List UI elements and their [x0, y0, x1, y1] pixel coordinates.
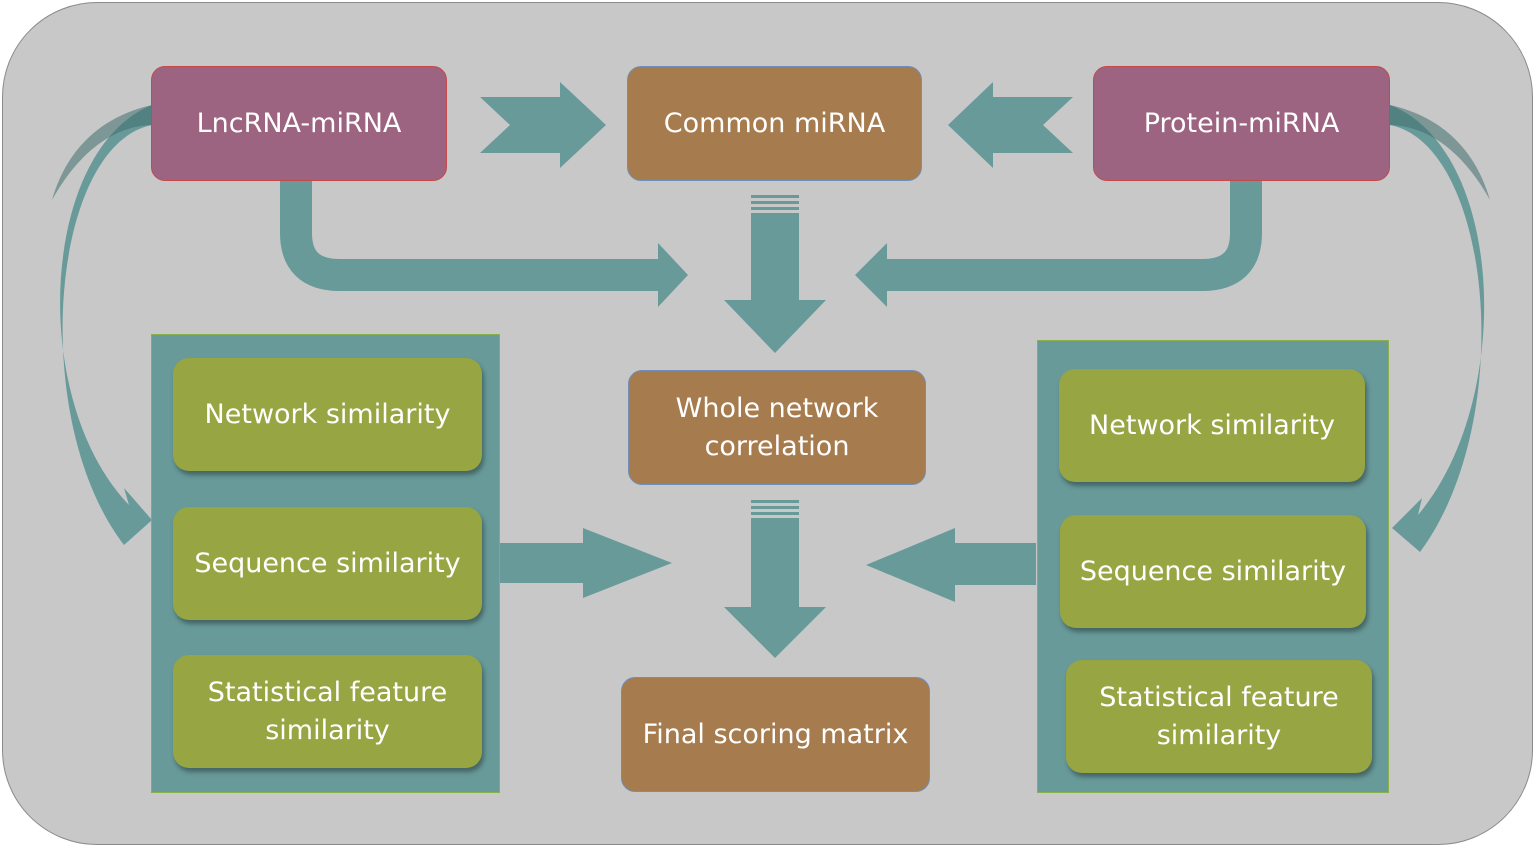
bent-arrow-lncrna-to-network	[280, 180, 662, 291]
bent-arrow-protein-to-network	[882, 180, 1262, 291]
curved-arrow-left-shade	[52, 105, 152, 200]
chevron-arrow-right	[480, 82, 606, 168]
protein-mirna-box: Protein-miRNA	[1093, 66, 1390, 181]
right-statistical-similarity-label: Statistical feature similarity	[1099, 681, 1339, 751]
left-sequence-similarity-box: Sequence similarity	[173, 507, 482, 620]
left-statistical-similarity-box: Statistical feature similarity	[173, 655, 482, 768]
protein-mirna-label: Protein-miRNA	[1143, 107, 1340, 139]
curved-arrow-left	[60, 105, 152, 545]
final-scoring-matrix-label: Final scoring matrix	[642, 718, 909, 750]
curved-arrow-right	[1390, 105, 1485, 552]
right-statistical-similarity-box: Statistical feature similarity	[1066, 660, 1372, 773]
left-sequence-similarity-label: Sequence similarity	[194, 547, 461, 579]
down-arrow-common-to-whole	[724, 195, 826, 353]
left-network-similarity-box: Network similarity	[173, 358, 482, 471]
right-network-similarity-box: Network similarity	[1059, 369, 1365, 482]
final-scoring-matrix-box: Final scoring matrix	[621, 677, 930, 792]
curved-arrow-right-shade	[1390, 105, 1490, 200]
common-mirna-box: Common miRNA	[627, 66, 922, 181]
right-sequence-similarity-box: Sequence similarity	[1060, 515, 1366, 628]
common-mirna-label: Common miRNA	[663, 107, 886, 139]
arrow-right-panel-to-final	[866, 528, 1036, 602]
whole-network-correlation-label: Whole network correlation	[675, 392, 879, 462]
lncrna-mirna-box: LncRNA-miRNA	[151, 66, 447, 181]
lncrna-mirna-label: LncRNA-miRNA	[196, 107, 402, 139]
left-statistical-similarity-label: Statistical feature similarity	[207, 676, 448, 746]
arrow-left-panel-to-final	[500, 528, 672, 598]
right-sequence-similarity-label: Sequence similarity	[1079, 555, 1347, 587]
whole-network-correlation-box: Whole network correlation	[628, 370, 926, 485]
bent-arrow-protein-head	[855, 243, 887, 307]
right-network-similarity-label: Network similarity	[1089, 409, 1335, 441]
down-arrow-whole-to-final	[724, 500, 826, 658]
chevron-arrow-left	[948, 82, 1073, 168]
bent-arrow-lncrna-head	[658, 243, 688, 307]
left-network-similarity-label: Network similarity	[204, 398, 451, 430]
